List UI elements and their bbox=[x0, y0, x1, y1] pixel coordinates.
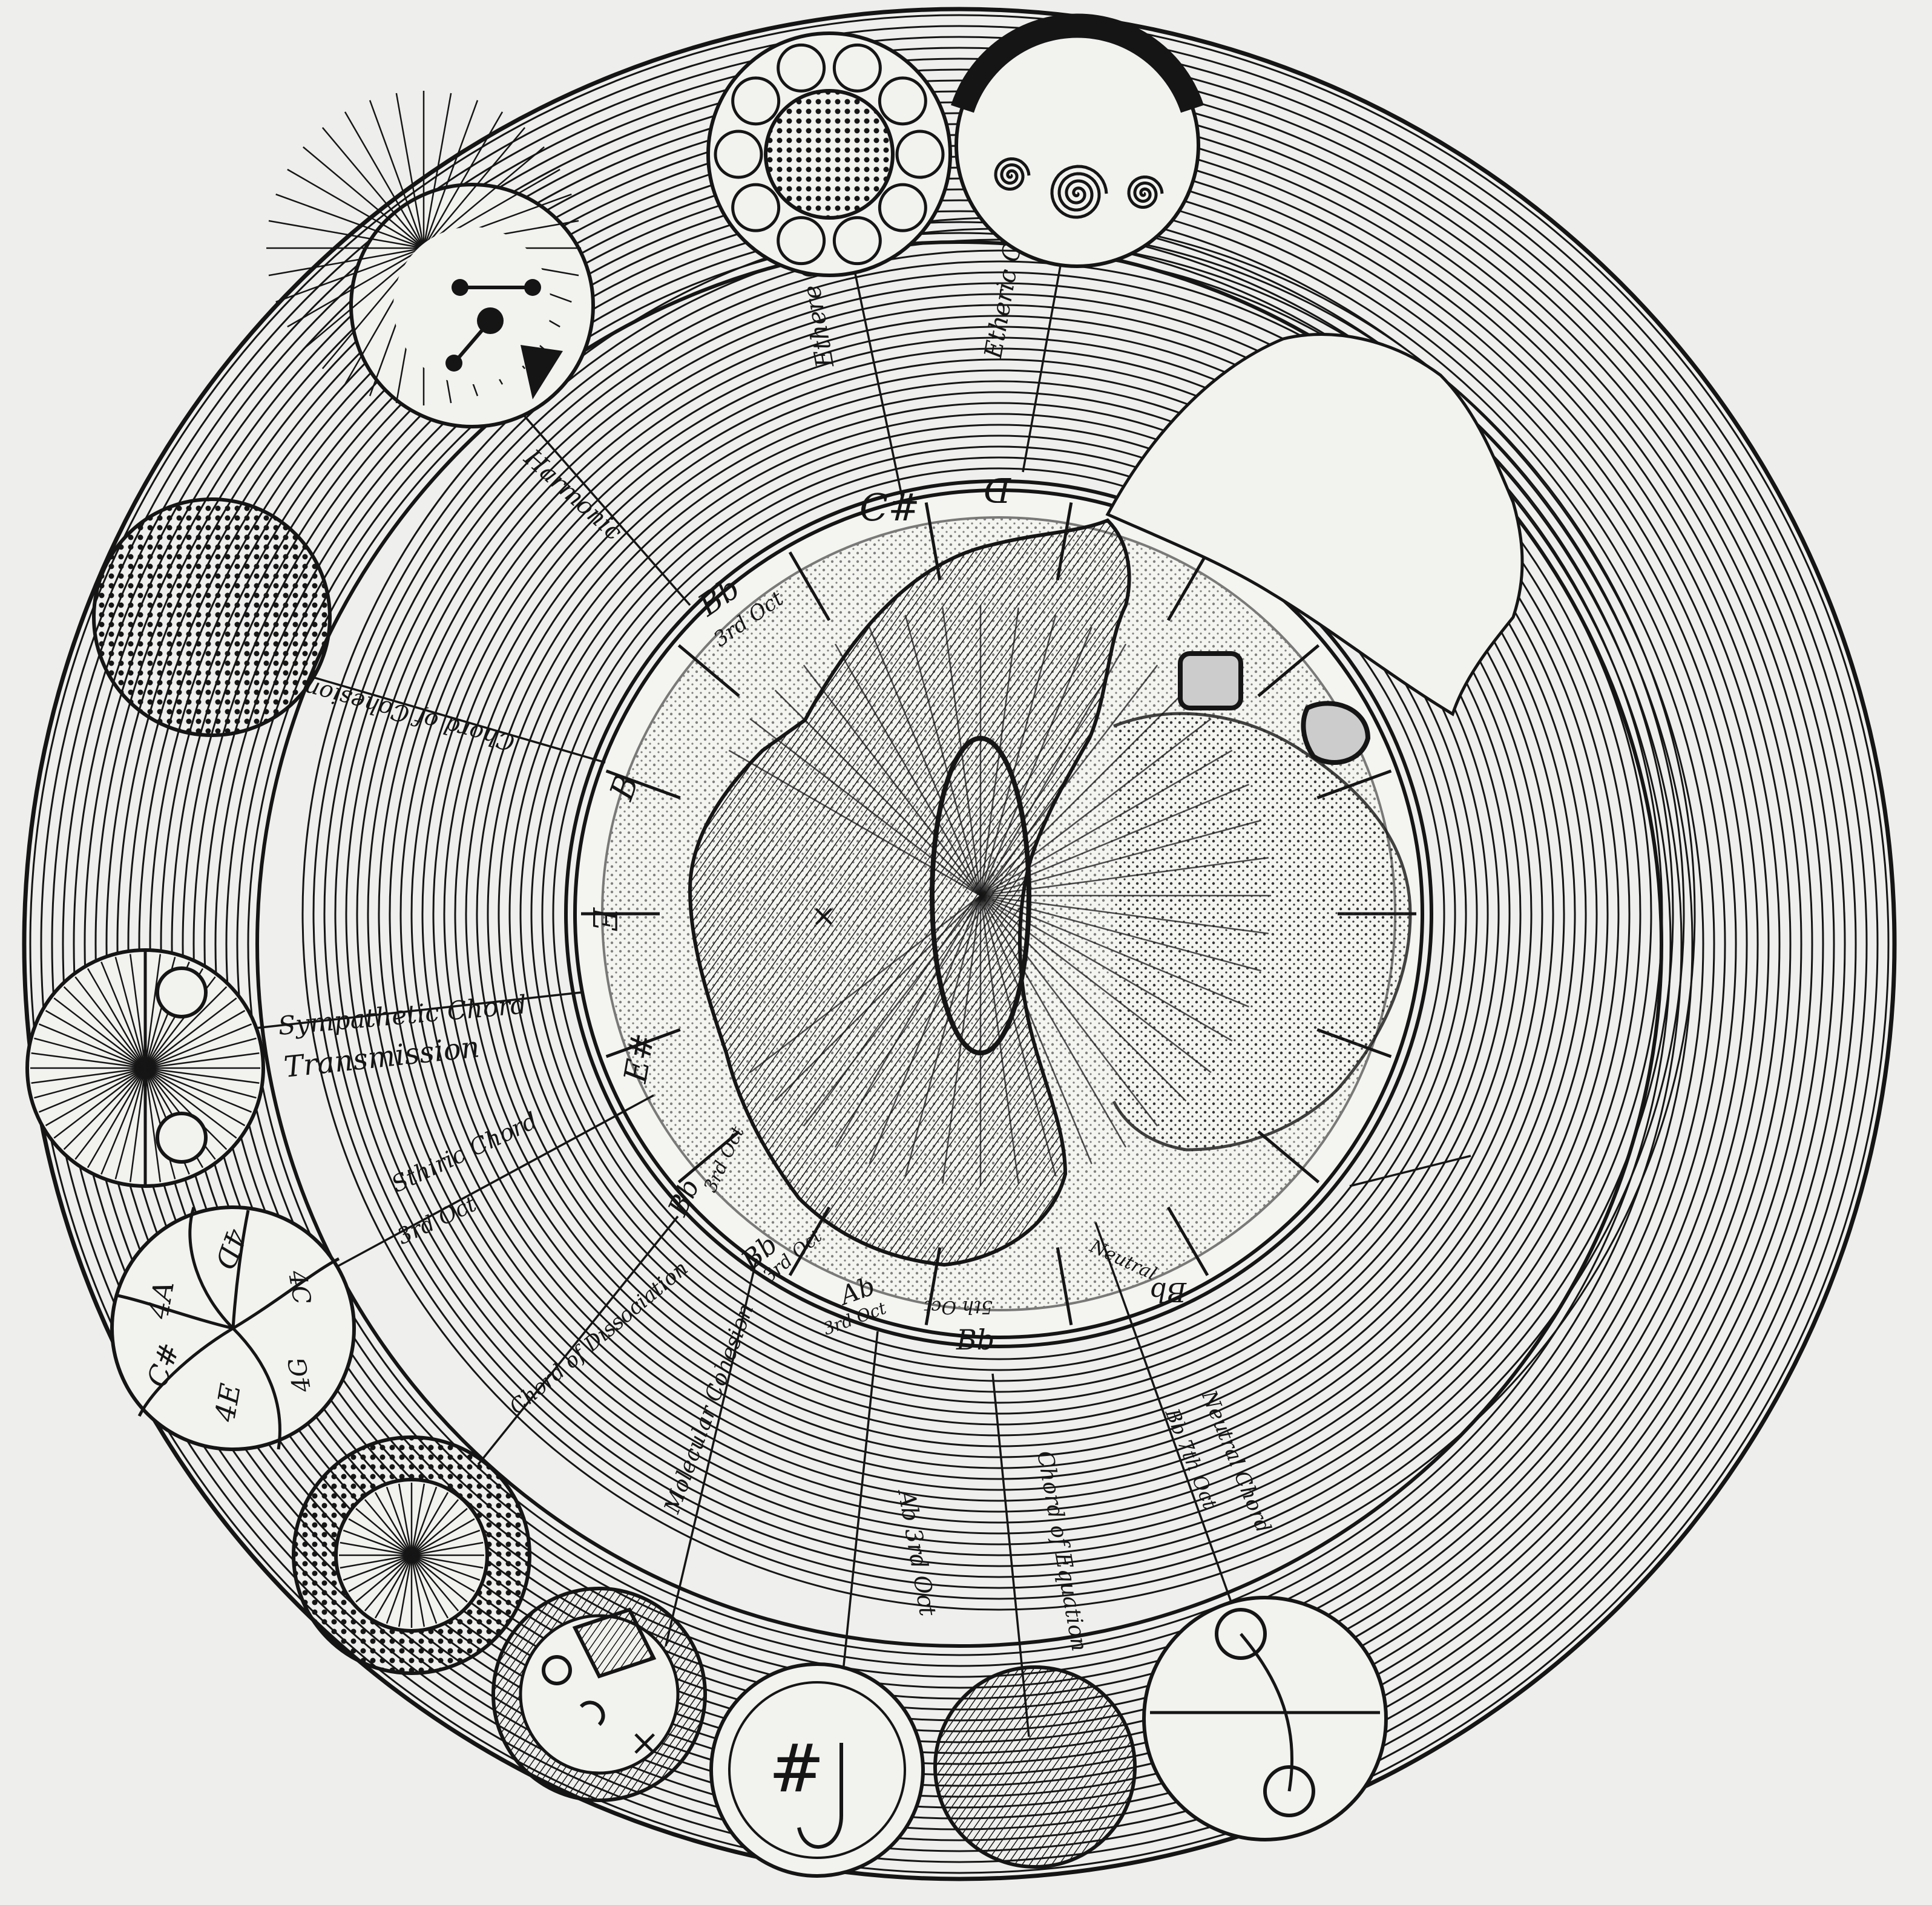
note-bb-4-oct: 5th Oct bbox=[924, 1296, 993, 1317]
center-cross-mark: × bbox=[811, 898, 836, 933]
disc-dense-dots bbox=[94, 499, 330, 735]
disc-sunburst bbox=[27, 950, 263, 1186]
disc-sharp: # bbox=[711, 1664, 923, 1876]
disc-stippled-ring bbox=[294, 1437, 530, 1673]
pie-note-4c: 4C bbox=[283, 1268, 316, 1307]
disc-spirals bbox=[956, 24, 1198, 266]
pie-note-4a: 4A bbox=[142, 1278, 180, 1322]
disc-hatched bbox=[935, 1667, 1135, 1867]
disc-pie-notes: C# 4A 4D 4E 4C 4G bbox=[112, 1207, 354, 1449]
note-e: E bbox=[585, 907, 623, 931]
sharp-glyph: # bbox=[769, 1730, 824, 1807]
disc-symbols: × bbox=[493, 1589, 705, 1800]
note-bb-4: Bb bbox=[956, 1323, 994, 1356]
disc-orbits bbox=[1144, 1598, 1386, 1840]
cross-symbol: × bbox=[629, 1722, 660, 1764]
note-d: D bbox=[984, 470, 1011, 509]
disc-ring-of-circles bbox=[708, 33, 950, 275]
note-bb-5: Bb bbox=[1150, 1276, 1188, 1307]
pie-note-4e: 4E bbox=[208, 1381, 247, 1425]
note-cs: C# bbox=[859, 485, 919, 530]
